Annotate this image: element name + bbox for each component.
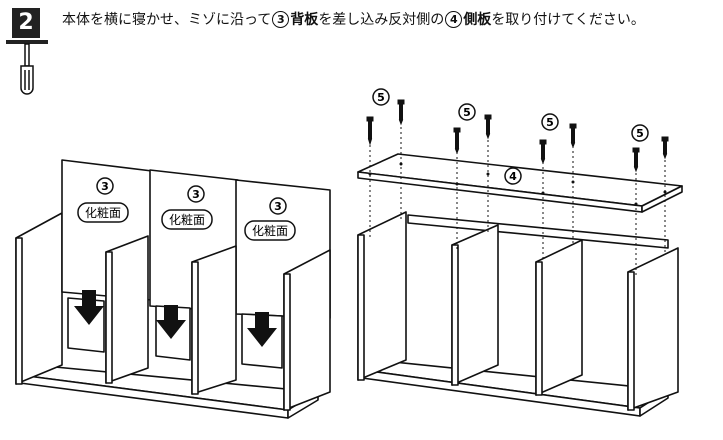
right-labels: 4 5 5 5 5 bbox=[372, 88, 649, 185]
screw-number-label: 5 bbox=[636, 127, 644, 140]
screw-number-label: 5 bbox=[377, 91, 385, 104]
left-cabinet bbox=[15, 159, 331, 419]
panel-number-label: 3 bbox=[101, 180, 109, 193]
back-panel-name: 背板 bbox=[290, 12, 319, 28]
board-holes bbox=[368, 162, 667, 206]
screw-number-label: 5 bbox=[546, 116, 554, 129]
side-panel-name: 側板 bbox=[463, 12, 492, 28]
left-panel-labels: 3 化粧面 3 化粧面 3 化粧面 bbox=[77, 177, 296, 241]
instruction-part-3: を取り付けてください。 bbox=[491, 12, 645, 28]
right-cabinet bbox=[357, 153, 683, 417]
step-number-badge: 2 bbox=[12, 8, 40, 38]
step-badge-underline bbox=[6, 40, 48, 44]
face-label: 化粧面 bbox=[252, 224, 288, 238]
side-panel-number-badge: 4 bbox=[445, 11, 463, 28]
back-panel-number-badge: 3 bbox=[272, 11, 290, 28]
instruction-part-2: を差し込み反対側の bbox=[318, 12, 445, 28]
screwdriver-icon bbox=[20, 43, 34, 95]
screw-guide-lines bbox=[369, 122, 666, 276]
face-label: 化粧面 bbox=[169, 213, 205, 227]
board-number-label: 4 bbox=[509, 170, 517, 183]
down-arrow-icon bbox=[74, 290, 277, 347]
screw-number-label: 5 bbox=[463, 106, 471, 119]
screw-icon bbox=[366, 99, 669, 173]
panel-number-label: 3 bbox=[192, 188, 200, 201]
face-label: 化粧面 bbox=[85, 206, 121, 220]
instruction-part-1: 本体を横に寝かせ、ミゾに沿って bbox=[62, 12, 272, 28]
panel-number-label: 3 bbox=[274, 200, 282, 213]
